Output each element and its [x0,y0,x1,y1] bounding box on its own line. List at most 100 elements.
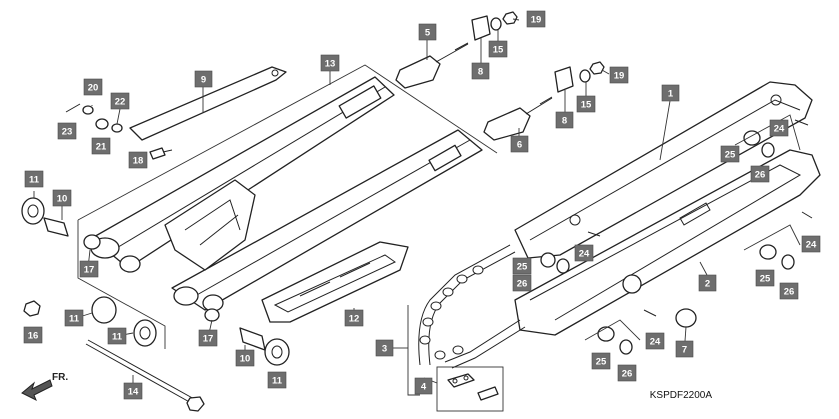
callout-8b[interactable]: 8 [555,111,574,129]
chain-slider-lower [514,149,821,336]
svg-text:18: 18 [133,156,144,167]
chain-joint [436,366,504,412]
callout-14[interactable]: 14 [123,382,143,400]
svg-text:2: 2 [705,279,710,290]
callout-4[interactable]: 4 [414,377,433,395]
callout-20[interactable]: 20 [83,78,103,96]
svg-text:11: 11 [29,175,40,186]
callout-11a[interactable]: 11 [24,170,44,188]
callout-10b[interactable]: 10 [235,349,255,367]
svg-text:11: 11 [69,314,80,325]
callout-26b[interactable]: 26 [512,274,532,292]
svg-text:24: 24 [650,337,661,348]
svg-text:5: 5 [425,28,431,39]
svg-text:24: 24 [774,124,785,135]
callout-1[interactable]: 1 [661,84,680,102]
callout-9[interactable]: 9 [194,70,213,88]
callout-23[interactable]: 23 [57,122,77,140]
drive-chain [407,244,526,396]
callout-11d[interactable]: 11 [267,371,287,389]
svg-text:8: 8 [478,67,483,78]
callout-26c[interactable]: 26 [779,282,799,300]
swingarm [77,64,498,349]
svg-text:11: 11 [272,376,283,387]
callout-8[interactable]: 8 [471,62,490,80]
callout-17b[interactable]: 17 [198,329,218,347]
svg-text:11: 11 [112,332,123,343]
adjuster-hardware [471,11,605,93]
callout-11c[interactable]: 11 [107,327,127,345]
svg-text:10: 10 [57,194,68,205]
svg-text:19: 19 [531,15,542,26]
adjuster-upper [395,42,469,89]
svg-text:15: 15 [581,100,592,111]
chain-slider-upper [129,66,287,141]
callout-21[interactable]: 21 [91,137,111,155]
svg-text:26: 26 [622,369,633,380]
svg-text:20: 20 [88,83,99,94]
callout-2[interactable]: 2 [698,274,717,292]
callout-7[interactable]: 7 [675,340,694,358]
callout-10a[interactable]: 10 [52,189,72,207]
callout-24b[interactable]: 24 [801,235,821,253]
callout-26a[interactable]: 26 [750,165,770,183]
adjuster-lower [483,96,553,141]
svg-text:4: 4 [421,382,427,393]
callout-25a[interactable]: 25 [720,145,740,163]
svg-text:21: 21 [96,142,107,153]
svg-text:26: 26 [755,170,766,181]
callout-22[interactable]: 22 [110,92,130,110]
callout-15a[interactable]: 15 [488,40,508,58]
front-label: FR. [52,372,68,383]
case-hardware [540,114,813,355]
pivot-bearings [21,197,290,366]
callout-24a[interactable]: 24 [769,119,789,137]
callout-18[interactable]: 18 [128,151,148,169]
svg-text:1: 1 [668,89,674,100]
svg-text:26: 26 [517,279,528,290]
svg-text:25: 25 [725,150,736,161]
callout-17a[interactable]: 17 [79,260,99,278]
callout-3[interactable]: 3 [375,339,394,357]
chain-case [514,81,813,259]
callout-12[interactable]: 12 [344,309,364,327]
svg-text:14: 14 [128,387,139,398]
callout-19a[interactable]: 19 [526,10,546,28]
svg-text:7: 7 [682,345,687,356]
svg-text:19: 19 [614,71,625,82]
svg-text:16: 16 [28,331,39,342]
callout-5[interactable]: 5 [418,23,437,41]
svg-text:24: 24 [579,249,590,260]
svg-text:13: 13 [325,59,336,70]
callout-13[interactable]: 13 [320,54,340,72]
svg-text:10: 10 [240,354,251,365]
callout-24d[interactable]: 24 [645,332,665,350]
svg-text:22: 22 [115,97,126,108]
svg-text:25: 25 [760,274,771,285]
callout-25b[interactable]: 25 [512,257,532,275]
chain-guide [261,241,409,323]
svg-text:25: 25 [517,262,528,273]
callout-24c[interactable]: 24 [574,244,594,262]
svg-text:12: 12 [349,314,360,325]
svg-text:25: 25 [596,357,607,368]
svg-text:24: 24 [806,240,817,251]
callout-25d[interactable]: 25 [591,352,611,370]
svg-text:26: 26 [784,287,795,298]
svg-text:17: 17 [84,265,95,276]
pivot-shaft [85,339,205,412]
svg-text:23: 23 [62,127,73,138]
callout-15b[interactable]: 15 [576,95,596,113]
callout-16[interactable]: 16 [23,326,43,344]
callout-25c[interactable]: 25 [755,269,775,287]
diagram-code: KSPDF2200A [650,390,713,401]
front-direction-arrow: FR. [21,372,68,402]
callout-11b[interactable]: 11 [64,309,84,327]
svg-text:6: 6 [517,140,522,151]
callout-19b[interactable]: 19 [609,66,629,84]
callout-26d[interactable]: 26 [617,364,637,382]
callout-6[interactable]: 6 [510,135,529,153]
svg-text:17: 17 [203,334,214,345]
